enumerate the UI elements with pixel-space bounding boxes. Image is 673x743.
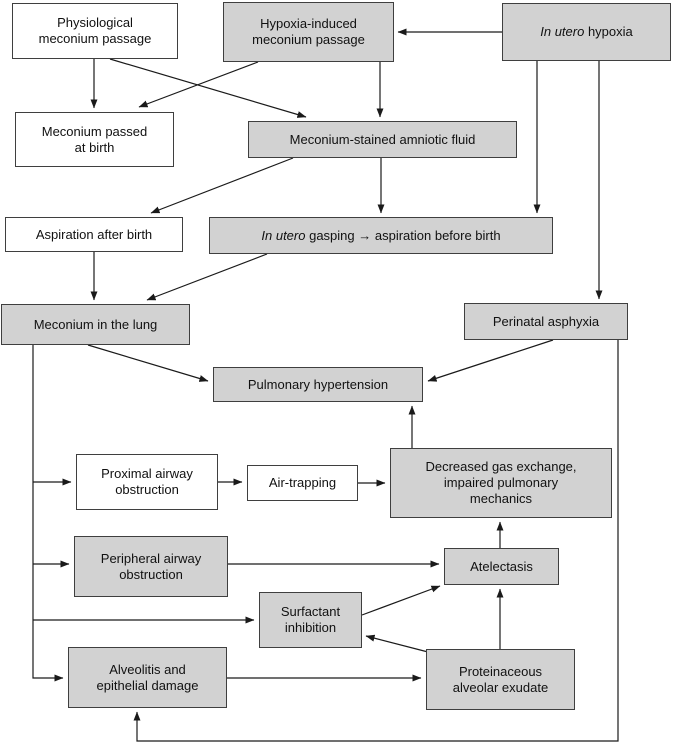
node-label-line: Hypoxia-induced xyxy=(260,16,357,31)
edge-meconium-in-lung-to-alveolitis xyxy=(32,345,64,682)
node-label-line: Proteinaceous xyxy=(458,663,543,679)
italic-text: In utero xyxy=(261,227,306,243)
node-label-line: Aspiration after birth xyxy=(35,226,153,242)
node-proximal-airway-obstruction: Proximal airway obstruction xyxy=(76,454,218,510)
edge-perinatal-asphyxia-to-pulmonary-hypertension xyxy=(427,339,554,382)
node-label-line: Alveolitis and xyxy=(109,661,186,677)
node-label-line: meconium passage xyxy=(38,31,152,46)
node-in-utero-gasping-aspiration-before-birth: In utero gasping → aspiration before bir… xyxy=(209,217,553,254)
edge-perinatal-asphyxia-to-alveolitis-feedback xyxy=(133,340,619,742)
node-label-line: epithelial damage xyxy=(96,677,199,693)
plain-text: hypoxia xyxy=(584,24,633,39)
node-surfactant-inhibition: Surfactant inhibition xyxy=(259,592,362,648)
node-label-line: at birth xyxy=(74,139,115,155)
node-alveolitis-epithelial-damage: Alveolitis and epithelial damage xyxy=(68,647,227,708)
node-in-utero-hypoxia: In utero hypoxia xyxy=(502,3,671,61)
italic-text: In utero xyxy=(540,24,585,39)
node-meconium-in-the-lung: Meconium in the lung xyxy=(1,304,190,345)
node-decreased-gas-exchange: Decreased gas exchange, impaired pulmona… xyxy=(390,448,612,518)
node-label-line: Meconium passed xyxy=(41,123,148,139)
node-peripheral-airway-obstruction: Peripheral airway obstruction xyxy=(74,536,228,597)
node-label-line: Atelectasis xyxy=(470,558,533,574)
node-label-line: obstruction xyxy=(119,566,183,582)
edge-hypoxia-induced-to-meconium-passed xyxy=(138,61,259,108)
node-label-line: Air-trapping xyxy=(268,475,337,490)
node-label-line: alveolar exudate xyxy=(452,679,549,695)
edge-surfactant-inhibition-to-atelectasis xyxy=(361,585,441,616)
node-label-line: In utero hypoxia xyxy=(540,24,633,40)
edge-proteinaceous-to-surfactant-inhibition xyxy=(365,634,429,653)
node-perinatal-asphyxia: Perinatal asphyxia xyxy=(464,303,628,340)
edge-meconium-stained-to-aspiration-after-birth xyxy=(150,157,294,214)
node-label-line: inhibition xyxy=(284,620,337,635)
node-hypoxia-induced-meconium-passage: Hypoxia-induced meconium passage xyxy=(223,2,394,62)
node-label-line: Proximal airway xyxy=(101,466,193,481)
node-label-line: obstruction xyxy=(115,482,179,497)
node-label-line: Surfactant xyxy=(280,604,341,619)
node-label-line: mechanics xyxy=(469,491,533,506)
node-label-line: impaired pulmonary xyxy=(443,475,559,490)
node-meconium-passed-at-birth: Meconium passed at birth xyxy=(15,112,174,167)
node-label-line: Pulmonary hypertension xyxy=(247,376,389,392)
node-meconium-stained-amniotic-fluid: Meconium-stained amniotic fluid xyxy=(248,121,517,158)
node-air-trapping: Air-trapping xyxy=(247,465,358,501)
node-pulmonary-hypertension: Pulmonary hypertension xyxy=(213,367,423,402)
node-label-line: Decreased gas exchange, xyxy=(425,459,577,474)
node-label-line: Meconium-stained amniotic fluid xyxy=(289,131,476,147)
node-atelectasis: Atelectasis xyxy=(444,548,559,585)
node-aspiration-after-birth: Aspiration after birth xyxy=(5,217,183,252)
node-proteinaceous-alveolar-exudate: Proteinaceous alveolar exudate xyxy=(426,649,575,710)
edge-meconium-in-lung-to-pulmonary-hypertension xyxy=(87,344,209,382)
node-label-line: In utero gasping → aspiration before bir… xyxy=(261,228,500,244)
edge-in-utero-gasping-to-meconium-in-lung xyxy=(146,253,268,301)
node-label-line: Perinatal asphyxia xyxy=(492,313,600,329)
plain-text: gasping → aspiration before birth xyxy=(305,227,501,243)
node-label-line: meconium passage xyxy=(252,32,365,47)
edge-physiological-to-meconium-stained xyxy=(109,58,307,118)
node-label-line: Physiological xyxy=(57,15,133,30)
node-label-line: Peripheral airway xyxy=(100,550,202,566)
node-physiological-meconium-passage: Physiological meconium passage xyxy=(12,3,178,59)
node-label-line: Meconium in the lung xyxy=(33,316,158,332)
